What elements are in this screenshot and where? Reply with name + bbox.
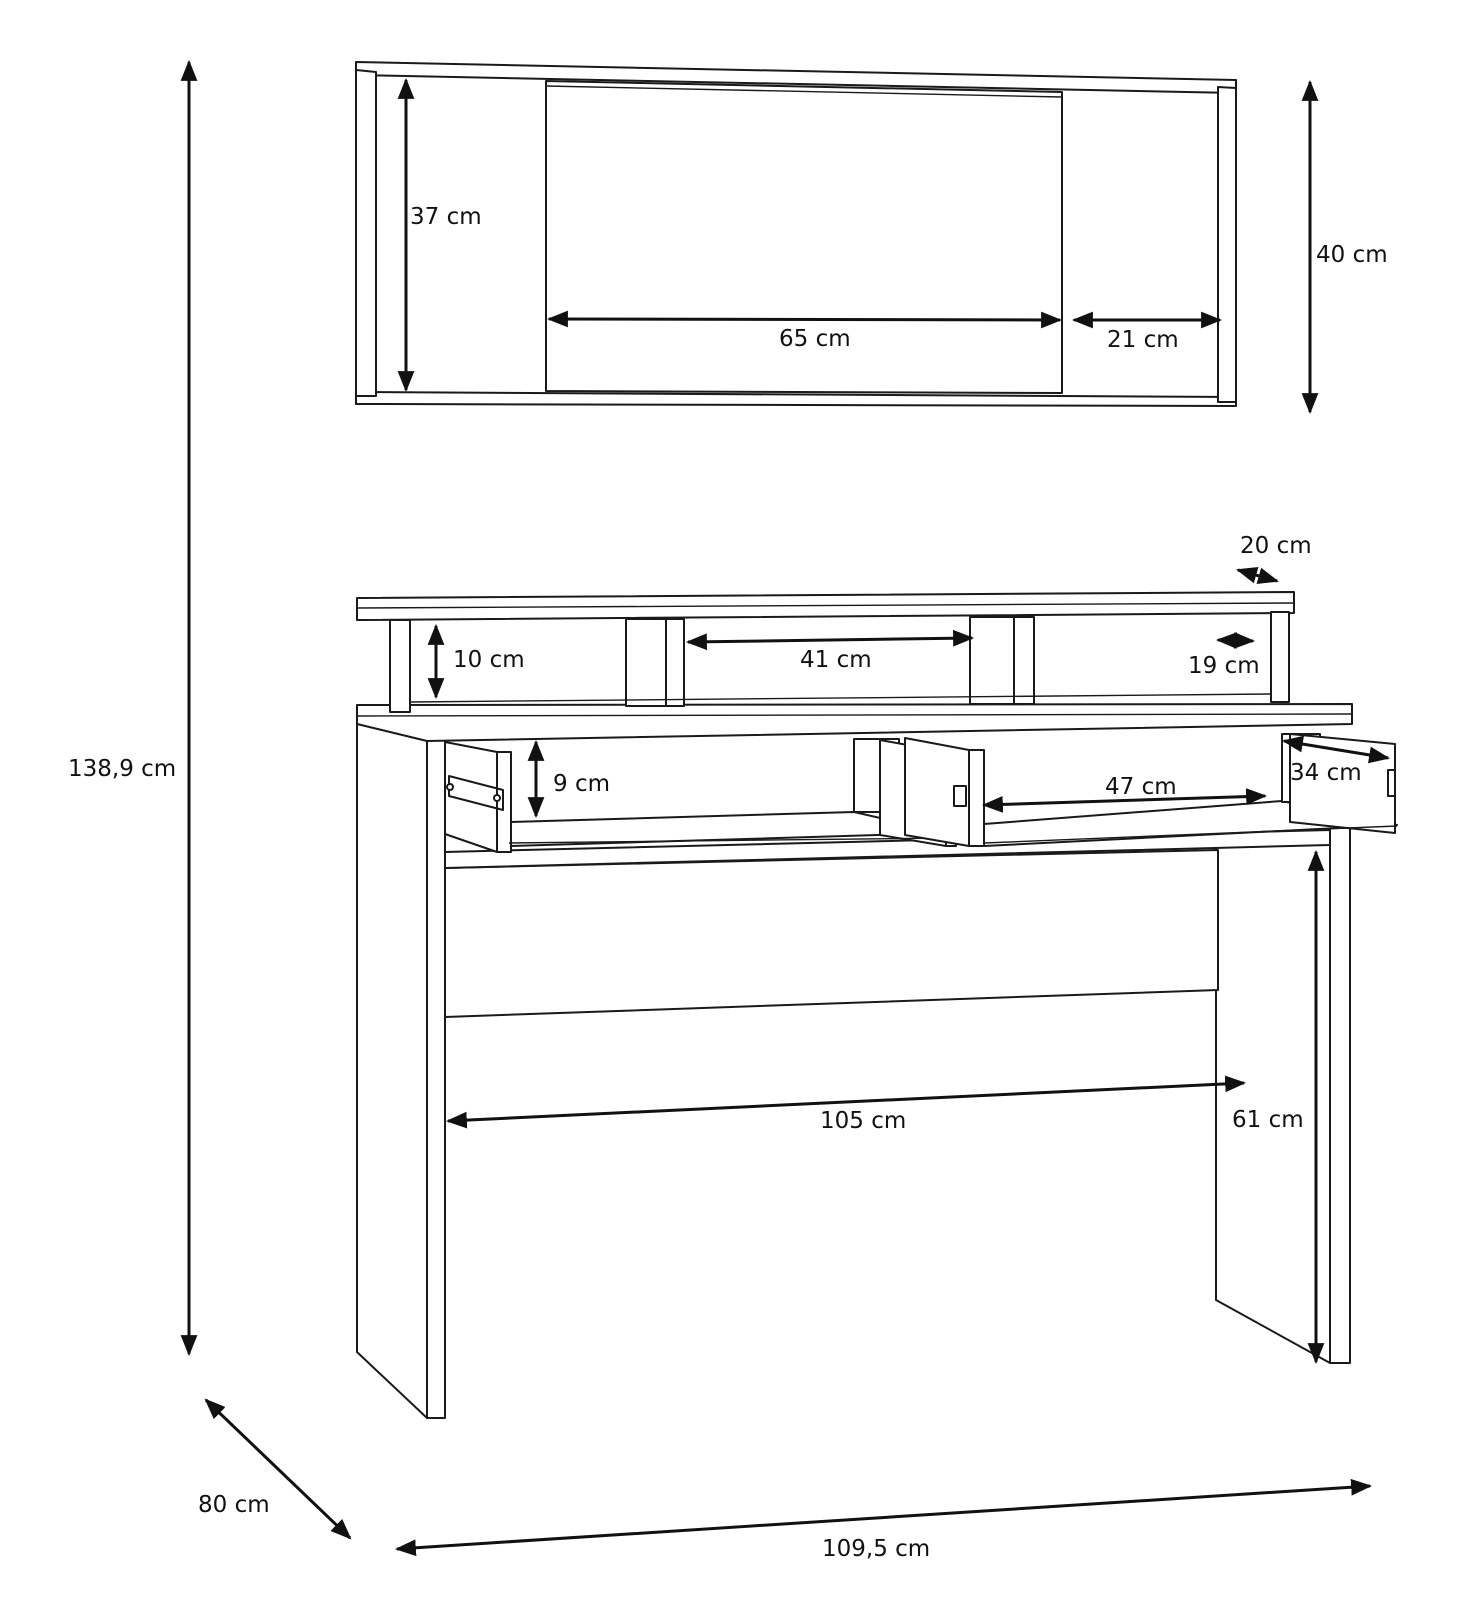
right-drawer-notch — [1387, 769, 1396, 797]
desk-top — [356, 703, 1353, 742]
depth-label: 80 cm — [198, 1492, 270, 1518]
total-width-arrow — [394, 1478, 1373, 1557]
desk-right-side-edge — [1329, 824, 1351, 1364]
hutch-center-width-label: 41 cm — [800, 647, 872, 673]
hutch-depth-label: 20 cm — [1240, 533, 1312, 559]
drawer-height-label: 9 cm — [553, 771, 610, 797]
hutch-back-line — [409, 693, 1272, 703]
wall-shelf-center-width-label: 65 cm — [779, 326, 851, 352]
desk — [356, 591, 1398, 1419]
wall-shelf-bottom-board — [355, 391, 1237, 407]
hutch-divider-left — [625, 618, 667, 707]
dimension-lines — [180, 59, 1391, 1557]
wall-shelf — [355, 61, 1237, 407]
wall-shelf-side-width-label: 21 cm — [1107, 327, 1179, 353]
hutch-height-label: 10 cm — [453, 647, 525, 673]
right-drawer-side — [904, 737, 970, 847]
left-drawer-screw — [493, 794, 501, 802]
dimension-labels: 138,9 cm 80 cm 109,5 cm 40 cm 37 cm 65 c… — [68, 204, 1388, 1562]
hutch-side-depth-arrow — [1215, 632, 1256, 649]
total-height-label: 138,9 cm — [68, 756, 176, 782]
desk-right-inner-leg — [1210, 827, 1331, 1364]
drawer-depth-label: 34 cm — [1290, 760, 1362, 786]
wall-shelf-center-width-arrow — [546, 310, 1063, 329]
hutch-divider-right-face — [1013, 616, 1035, 705]
right-drawer-rail — [983, 825, 1398, 844]
drawer-width-arrow — [981, 788, 1268, 813]
wall-shelf-left-side — [355, 69, 377, 397]
hutch-right-post — [1270, 611, 1290, 703]
hutch-depth-arrow — [1235, 567, 1280, 584]
hutch-center-width-arrow — [685, 629, 975, 651]
depth-arrow — [204, 1398, 352, 1540]
wall-shelf-inner-height-label: 37 cm — [410, 204, 482, 230]
drawer-width-label: 47 cm — [1105, 774, 1177, 800]
hutch-divider-right — [969, 616, 1015, 705]
left-drawer-rail — [508, 837, 947, 844]
desk-top-edge — [356, 713, 1353, 717]
hutch-divider-left-face — [665, 618, 685, 707]
right-drawer-latch — [953, 785, 967, 807]
left-drawer — [444, 738, 957, 853]
wall-shelf-panel-edge — [545, 85, 1063, 98]
hutch-side-depth-label: 19 cm — [1188, 653, 1260, 679]
legroom-height-label: 61 cm — [1232, 1107, 1304, 1133]
wall-shelf-right-side — [1217, 86, 1237, 403]
total-width-label: 109,5 cm — [822, 1536, 930, 1562]
desk-back-panel — [444, 849, 1219, 1018]
drawer-depth-arrow — [1281, 735, 1391, 764]
hutch-top-edge — [356, 602, 1295, 609]
desk-left-side-edge — [426, 720, 446, 1419]
left-drawer-screw — [446, 783, 454, 791]
desk-left-side-panel — [356, 717, 428, 1419]
hutch-left-post — [389, 619, 411, 713]
legroom-width-arrow — [445, 1075, 1247, 1129]
right-drawer-front — [968, 749, 985, 847]
wall-shelf-height-label: 40 cm — [1316, 242, 1388, 268]
legroom-width-label: 105 cm — [820, 1108, 906, 1134]
